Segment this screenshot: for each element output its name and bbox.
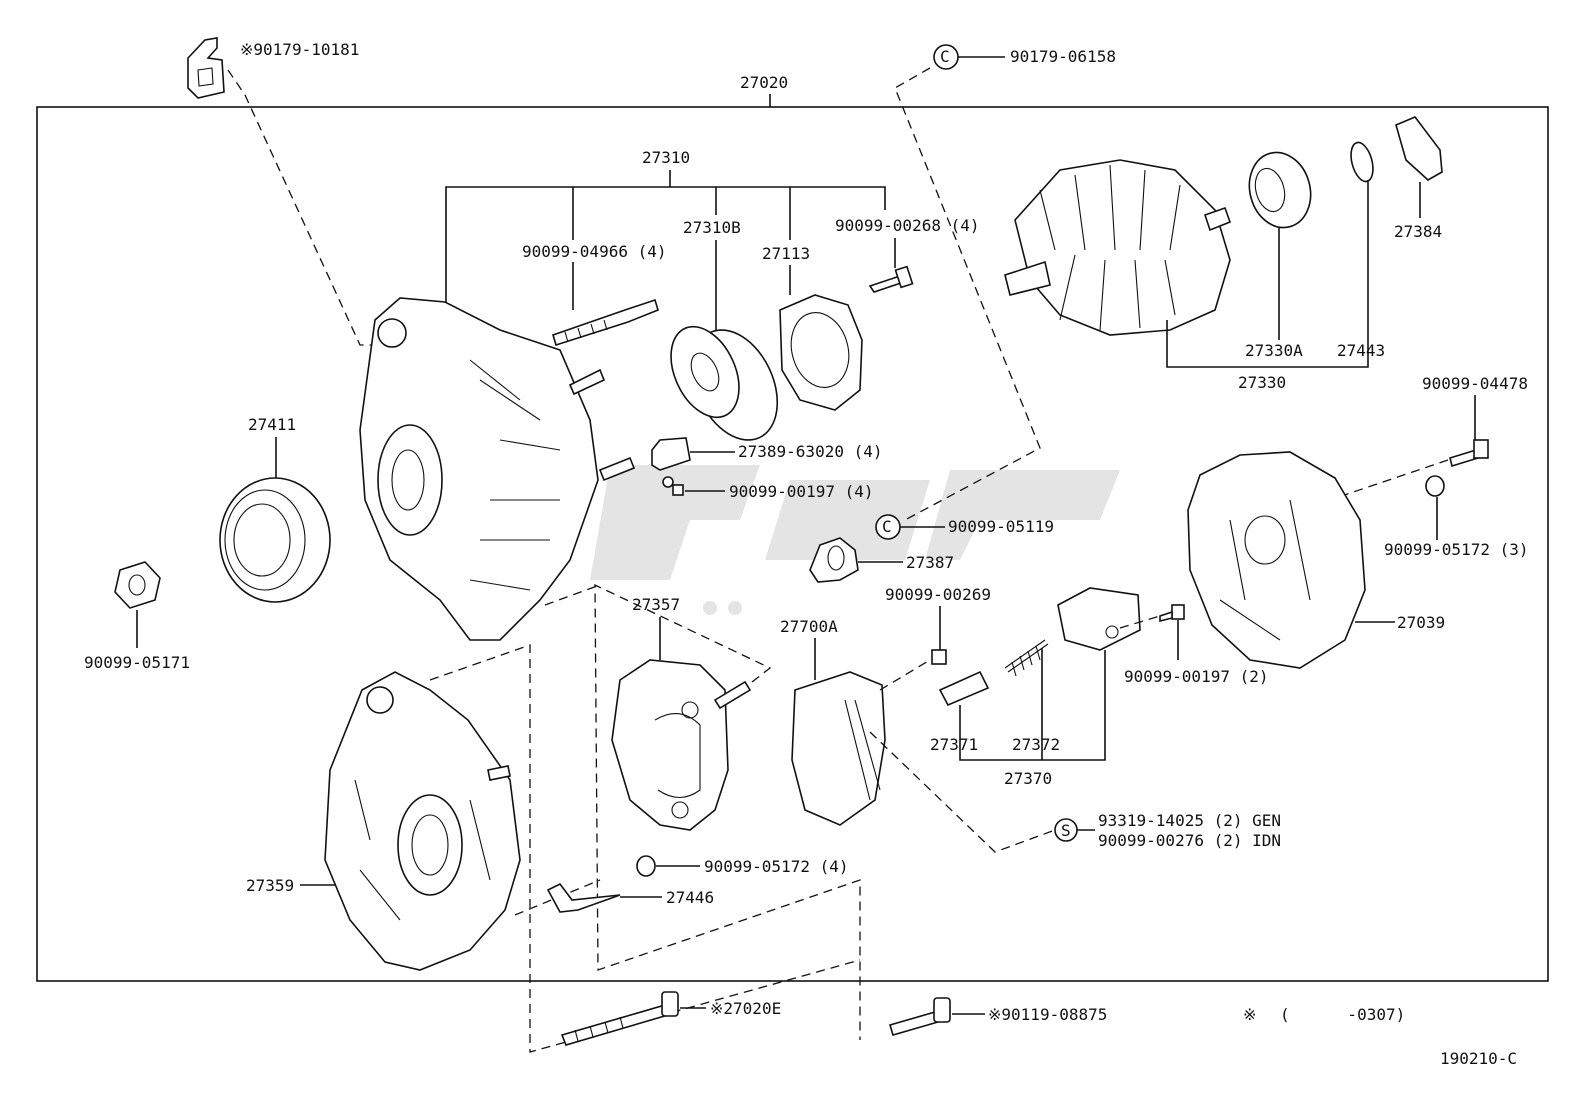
bearing-icon xyxy=(670,325,779,441)
label-27370: 27370 xyxy=(1004,769,1052,788)
nut-icon xyxy=(636,855,656,877)
rotor-bearing-icon xyxy=(1248,151,1312,229)
assembly-frame xyxy=(36,106,1549,982)
label-90179-10181: ※90179-10181 xyxy=(240,40,359,59)
label-27446: 27446 xyxy=(666,888,714,907)
rear-cover-icon xyxy=(1187,451,1366,669)
retainer-plate-icon xyxy=(779,294,863,411)
label-90119-08875: ※90119-08875 xyxy=(988,1005,1107,1024)
screw-icon xyxy=(931,649,947,665)
label-90099-05119: 90099-05119 xyxy=(948,517,1054,536)
label-90099-05172-4: 90099-05172 (4) xyxy=(704,857,849,876)
washer-icon xyxy=(1350,141,1374,183)
label-90099-05172-3: 90099-05172 (3) xyxy=(1384,540,1529,559)
svg-text:S: S xyxy=(1061,821,1071,840)
label-27359: 27359 xyxy=(246,876,294,895)
svg-text:C: C xyxy=(940,47,950,66)
label-27387: 27387 xyxy=(906,553,954,572)
label-93319-14025: 93319-14025 (2) GEN xyxy=(1098,811,1281,830)
label-27411: 27411 xyxy=(248,415,296,434)
spring-icon xyxy=(1004,639,1049,677)
cap-nut-icon: C xyxy=(933,44,959,70)
label-90099-05171: 90099-05171 xyxy=(84,653,190,672)
clip-icon xyxy=(187,37,225,99)
label-27310: 27310 xyxy=(642,148,690,167)
cap-nut-icon: C xyxy=(875,514,901,540)
footnote-text: ( -0307) xyxy=(1280,1005,1405,1024)
through-bolt-icon xyxy=(560,991,679,1046)
terminal-insulator-icon xyxy=(651,437,691,471)
lead-plate-icon xyxy=(546,882,621,913)
screw-icon xyxy=(868,265,914,293)
label-90099-00268: 90099-00268 (4) xyxy=(835,216,980,235)
label-27330: 27330 xyxy=(1238,373,1286,392)
voltage-regulator-icon xyxy=(791,671,886,826)
pulley-icon xyxy=(219,477,331,603)
label-90099-04966: 90099-04966 (4) xyxy=(522,242,667,261)
terminal-bushing-icon xyxy=(809,537,859,583)
bolt-icon xyxy=(889,997,951,1036)
label-27113: 27113 xyxy=(762,244,810,263)
label-27384: 27384 xyxy=(1394,222,1442,241)
label-27700A: 27700A xyxy=(780,617,838,636)
s-mark-icon: S xyxy=(1054,818,1078,842)
label-27020: 27020 xyxy=(740,73,788,92)
screw-icon xyxy=(1159,604,1185,623)
label-27372: 27372 xyxy=(1012,735,1060,754)
brush-icon xyxy=(938,670,990,707)
label-27020E: ※27020E xyxy=(710,999,781,1018)
label-90099-00197-2: 90099-00197 (2) xyxy=(1124,667,1269,686)
hex-nut-icon xyxy=(114,561,161,609)
label-27389-63020: 27389-63020 (4) xyxy=(738,442,883,461)
nut-icon xyxy=(1425,475,1445,497)
rectifier-icon xyxy=(611,659,752,831)
label-27371: 27371 xyxy=(930,735,978,754)
diagram-code: 190210-C xyxy=(1440,1049,1517,1068)
cover-ring-icon xyxy=(1395,116,1443,181)
stud-bolt-icon xyxy=(552,298,659,347)
label-27039: 27039 xyxy=(1397,613,1445,632)
drive-end-frame-icon xyxy=(359,297,636,641)
label-90099-00276: 90099-00276 (2) IDN xyxy=(1098,831,1281,850)
brush-holder-icon xyxy=(1057,587,1141,651)
label-90179-06158: 90179-06158 xyxy=(1010,47,1116,66)
label-27443: 27443 xyxy=(1337,341,1385,360)
bolt-icon xyxy=(1449,439,1489,468)
label-27330A: 27330A xyxy=(1245,341,1303,360)
screw-icon xyxy=(662,476,684,496)
label-27310B: 27310B xyxy=(683,218,741,237)
label-27357: 27357 xyxy=(632,595,680,614)
label-90099-00197-4: 90099-00197 (4) xyxy=(729,482,874,501)
rectifier-end-frame-icon xyxy=(324,671,521,971)
label-90099-00269: 90099-00269 xyxy=(885,585,991,604)
rotor-icon xyxy=(1004,159,1232,336)
footnote-mark: ※ xyxy=(1243,1005,1256,1024)
svg-text:C: C xyxy=(882,517,892,536)
label-90099-04478: 90099-04478 xyxy=(1422,374,1528,393)
